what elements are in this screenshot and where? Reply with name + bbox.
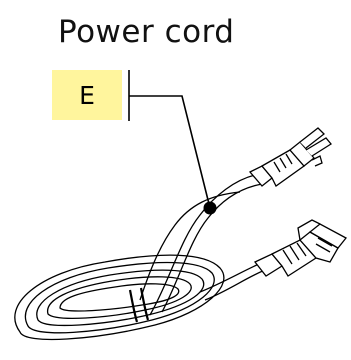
figure-title: Power cord (58, 14, 235, 50)
wall-plug-icon (248, 127, 332, 187)
callout-label: E (79, 80, 95, 110)
callout-leader (128, 70, 211, 209)
cord-coil-icon (14, 174, 271, 341)
callout-label-background (52, 70, 122, 120)
iec-connector-icon (253, 219, 347, 277)
